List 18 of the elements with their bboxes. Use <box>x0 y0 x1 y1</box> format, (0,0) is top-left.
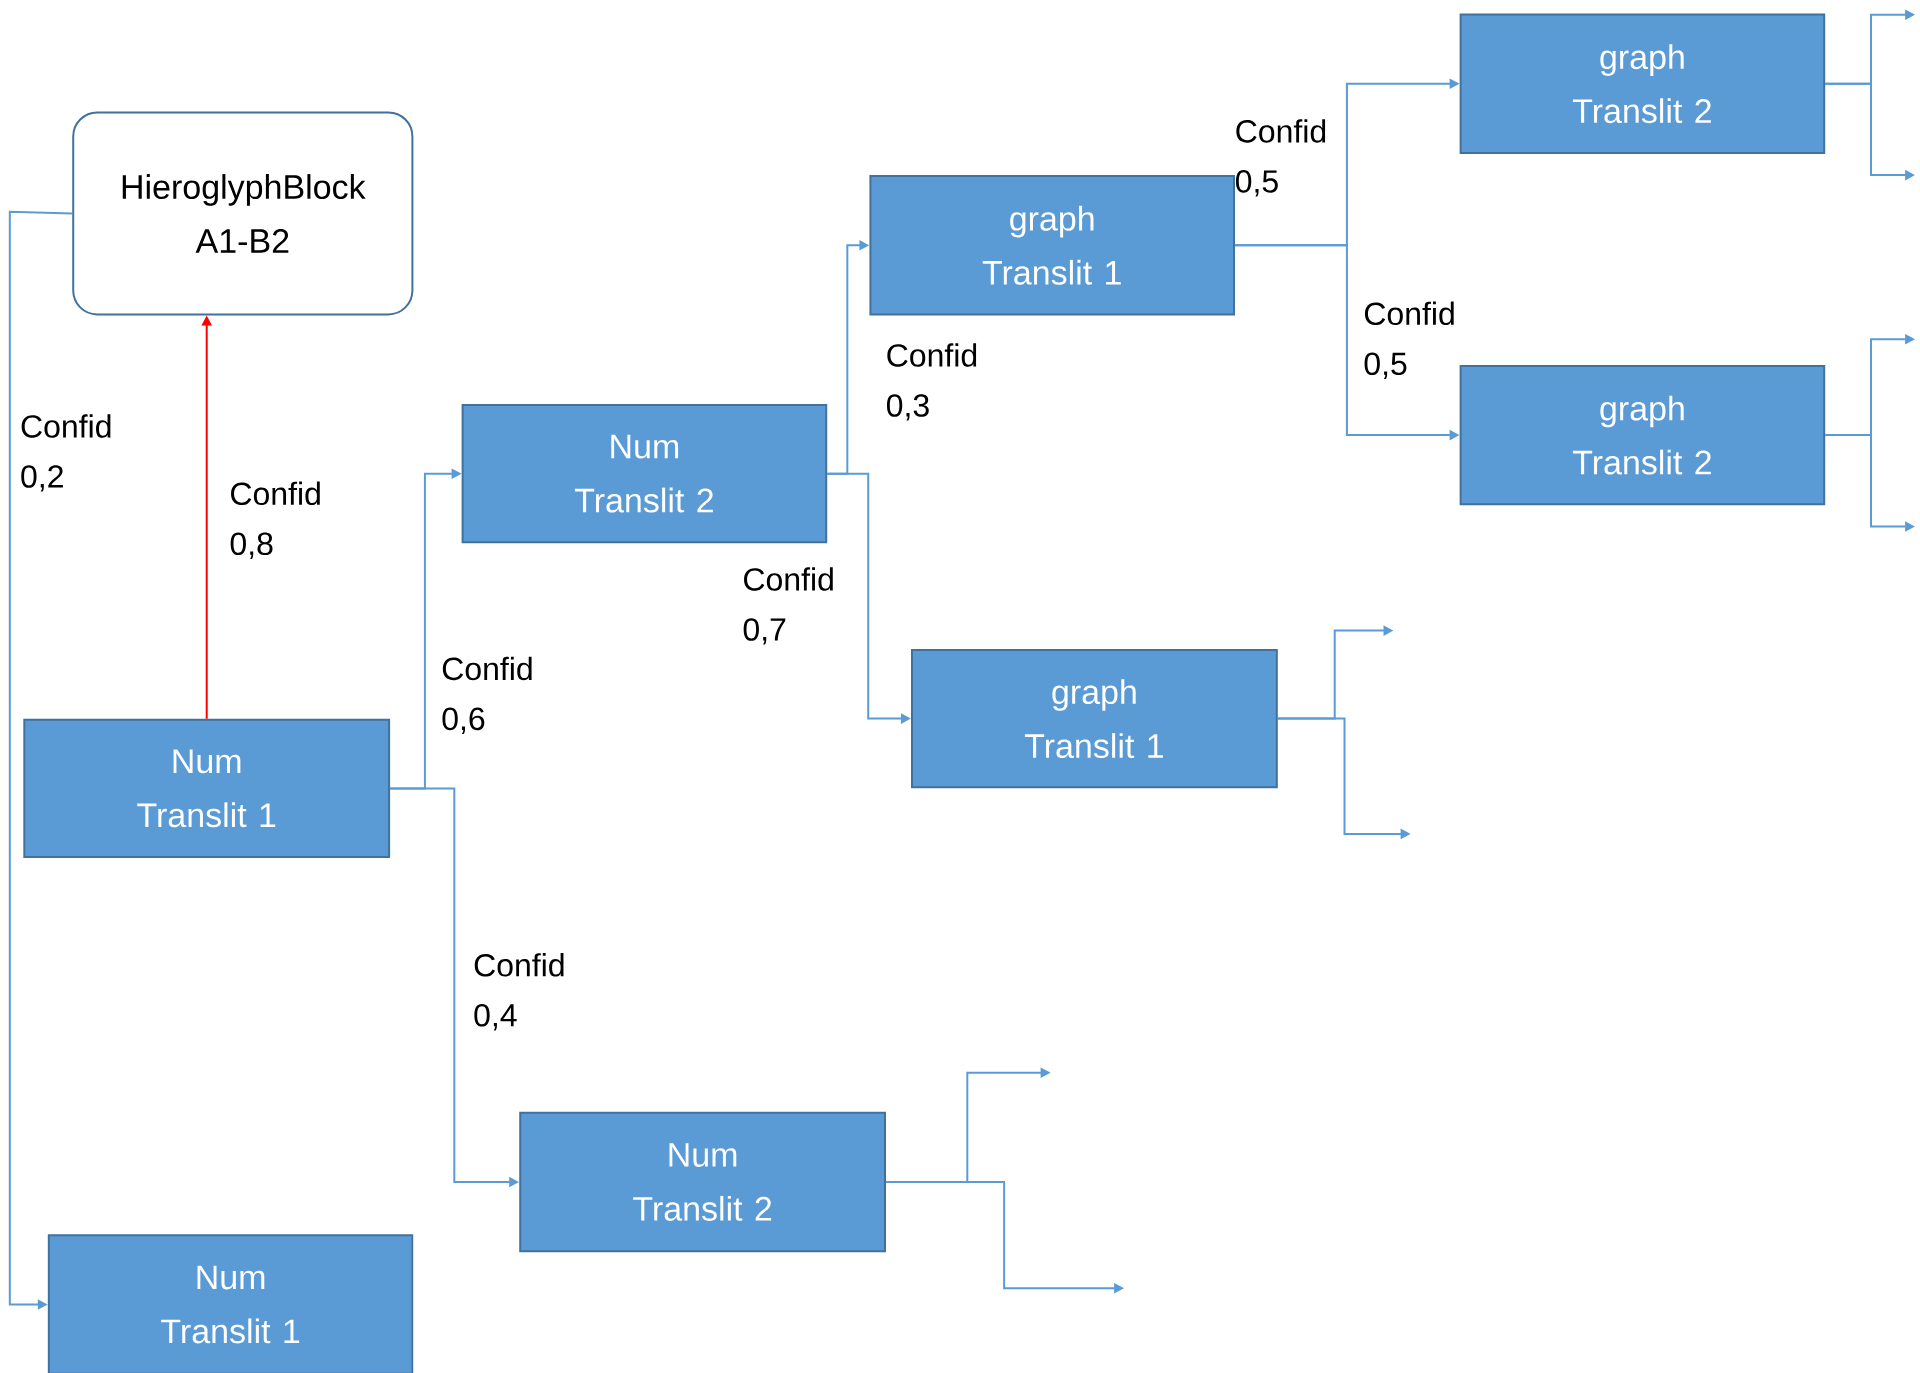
process-box: Num Translit 1 <box>47 1234 414 1373</box>
arrow <box>8 210 74 1310</box>
process-box: Num Translit 2 <box>461 404 828 544</box>
edge-label: Confid 0,6 <box>442 656 532 734</box>
process-box: graph Translit 2 <box>1459 13 1826 154</box>
edge-label: Confid 0,2 <box>21 414 111 492</box>
process-box: Num Translit 1 <box>23 718 391 858</box>
process-box: graph Translit 1 <box>869 175 1235 316</box>
edge-label: Confid 0,5 <box>1364 301 1454 379</box>
process-box: graph Translit 2 <box>1459 364 1826 506</box>
process-box: graph Translit 1 <box>911 649 1278 789</box>
edge-label: Confid 0,8 <box>230 481 320 559</box>
edge-label: Confid 0,7 <box>743 567 833 645</box>
edge-label: Confid 0,3 <box>886 343 977 421</box>
rounded-box: HieroglyphBlock A1-B2 <box>72 111 414 316</box>
edge-label: Confid 0,5 <box>1235 119 1326 197</box>
edge-label: Confid 0,4 <box>474 953 564 1031</box>
process-box: Num Translit 2 <box>519 1111 886 1253</box>
